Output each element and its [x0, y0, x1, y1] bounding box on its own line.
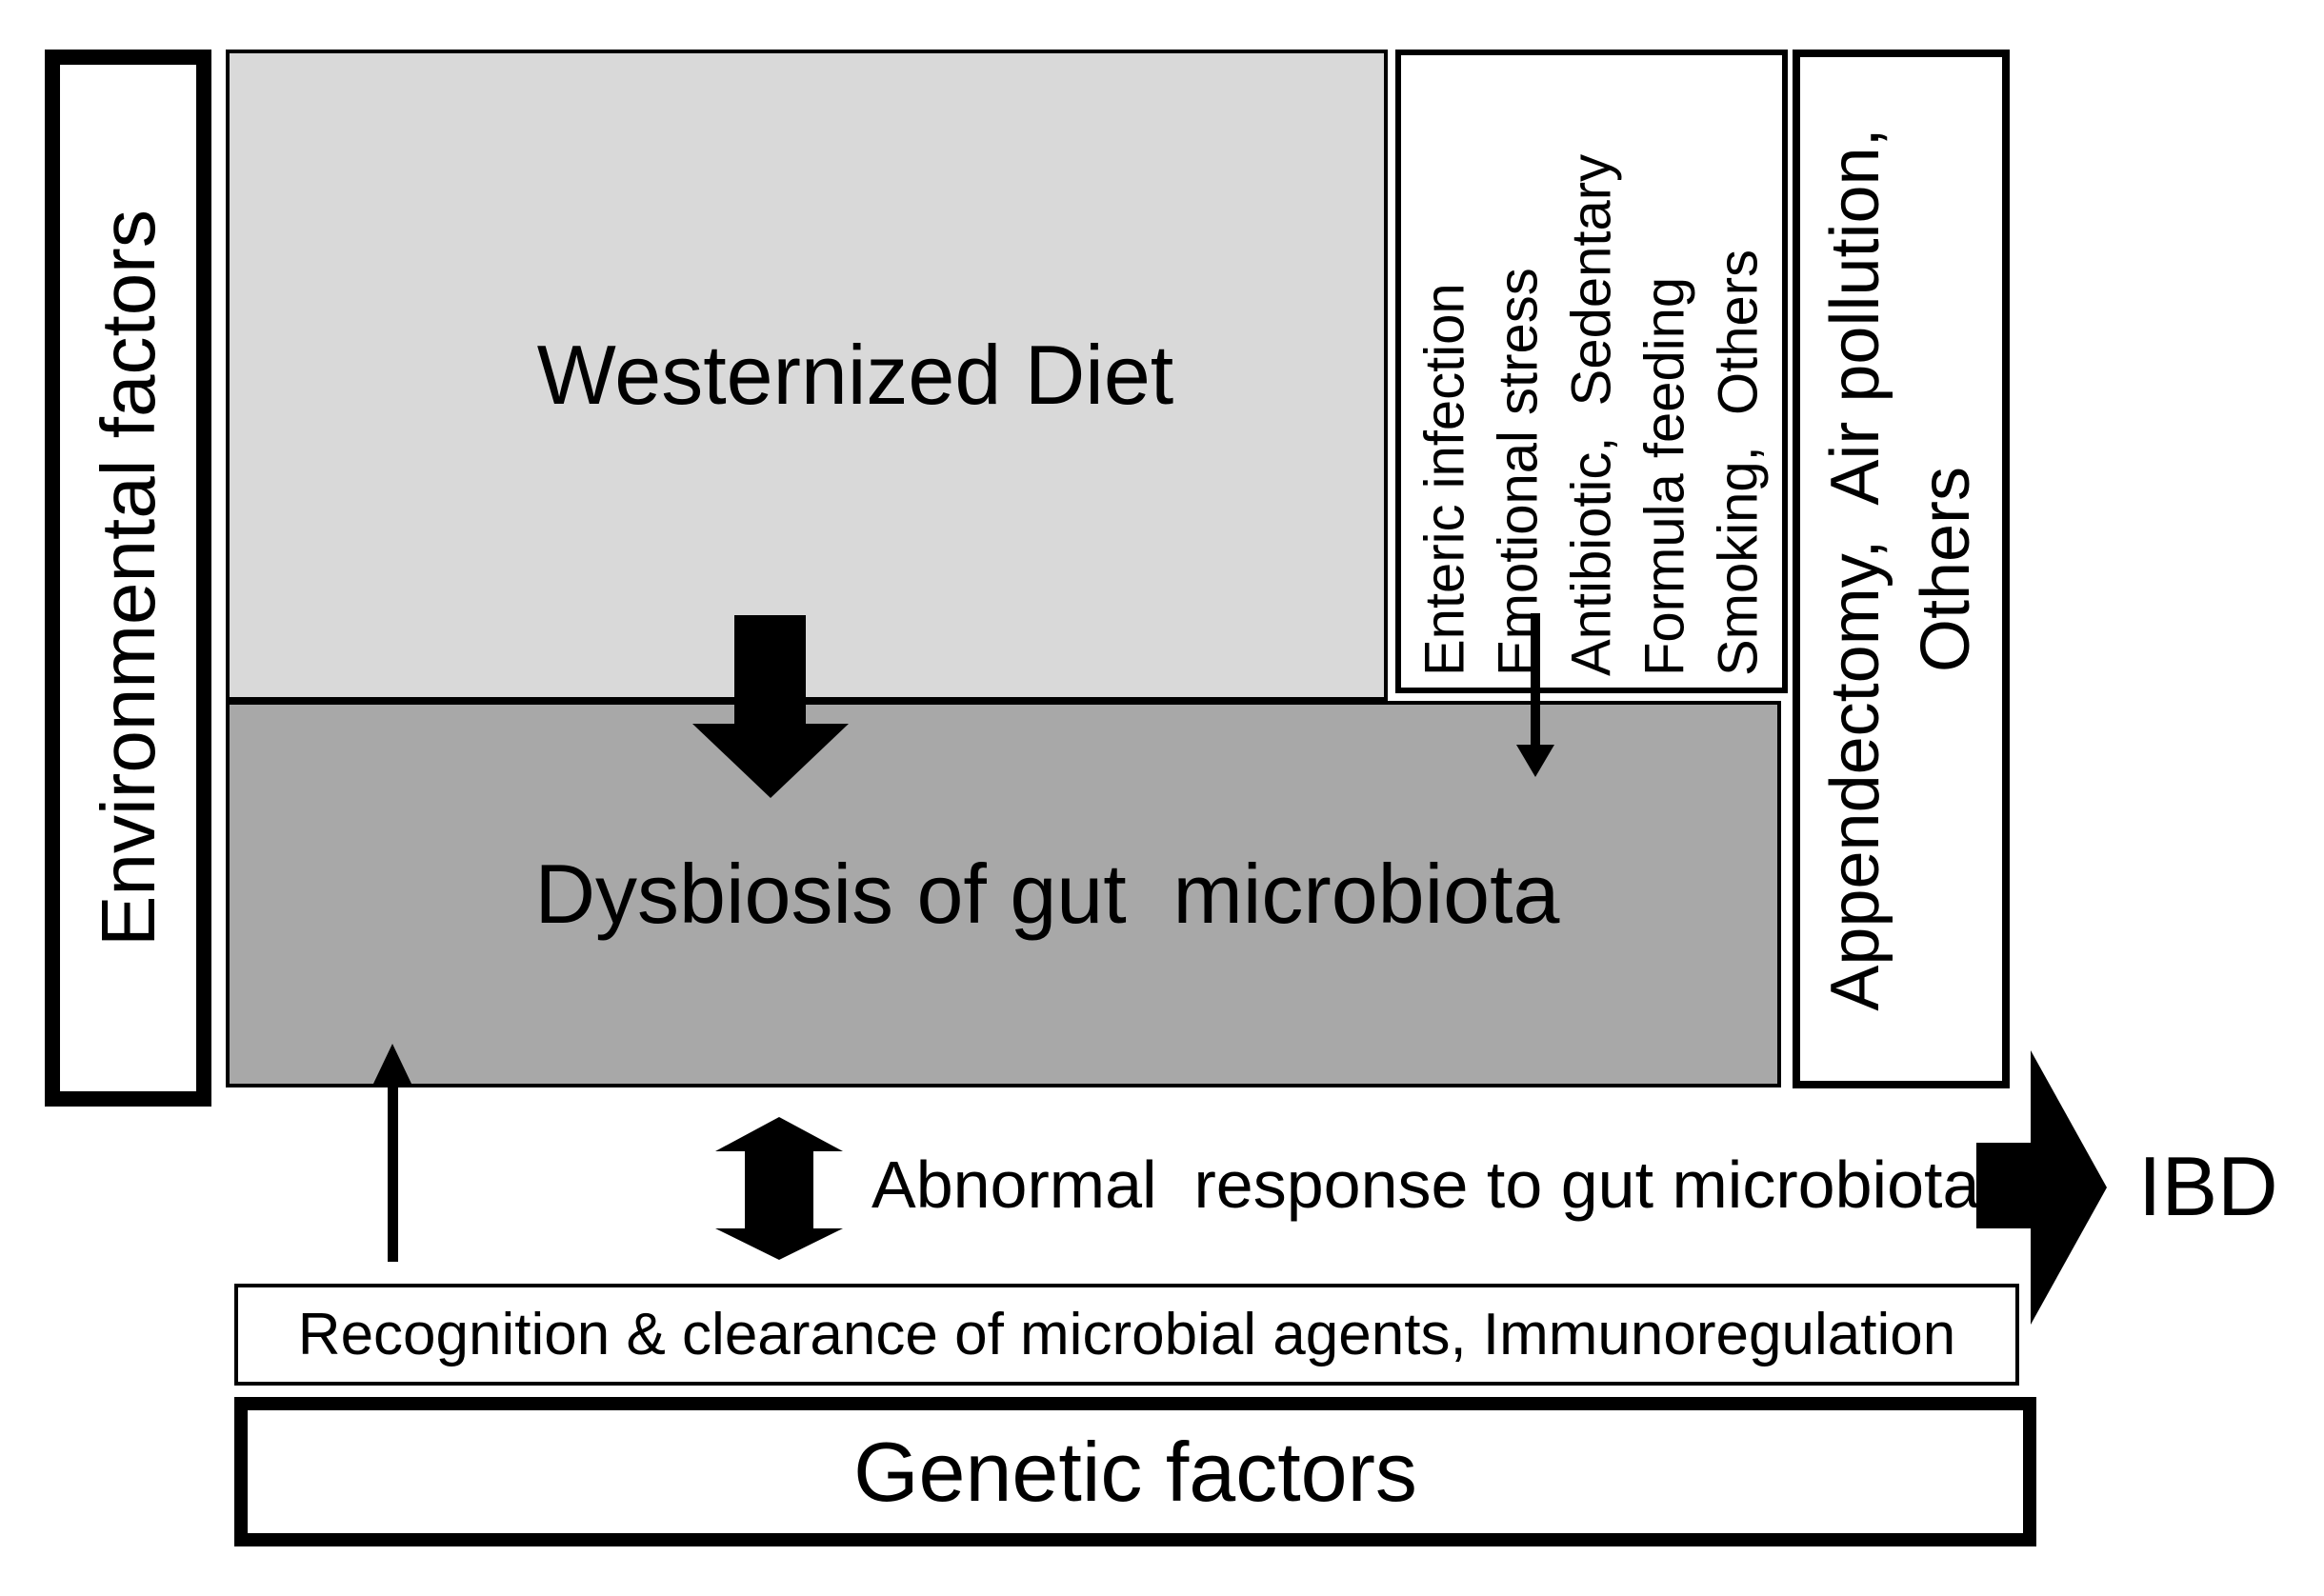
genetic-factors-box: Genetic factors: [234, 1397, 2036, 1546]
arrow-stem: [1531, 613, 1540, 747]
arrow-stem: [388, 1079, 398, 1262]
westernized-diet-box: Westernized Diet: [226, 50, 1388, 701]
other-factors-box: Appendectomy, Air pollution, Others: [1793, 50, 2010, 1088]
arrow-body: [1976, 1143, 2034, 1228]
abnormal-response-label: Abnormal response to gut microbiota: [872, 1147, 1980, 1222]
genetic-factors-label: Genetic factors: [853, 1424, 1417, 1519]
lifestyle-factor-item: Antibiotic, Sedentary: [1560, 153, 1623, 676]
arrow-head-up: [373, 1041, 411, 1084]
arrow-head-down: [1516, 745, 1554, 780]
environmental-factors-label: Environmental factors: [76, 78, 181, 1078]
recognition-clearance-label: Recognition & clearance of microbial age…: [297, 1302, 1956, 1367]
other-factor-item: Appendectomy, Air pollution,: [1817, 127, 1893, 1011]
arrow-head-up: [715, 1114, 843, 1151]
arrow-stem: [745, 1147, 813, 1229]
arrow-head-down: [715, 1228, 843, 1263]
lifestyle-factor-item: Formula feeding: [1633, 276, 1696, 676]
lifestyle-factor-item: Smoking, Others: [1707, 249, 1770, 676]
arrow-head-right: [2031, 1050, 2110, 1325]
arrow-head-down: [692, 724, 849, 801]
environmental-factors-text: Environmental factors: [85, 209, 170, 947]
environmental-factors-box: Environmental factors: [45, 50, 211, 1107]
dysbiosis-label: Dysbiosis of gut microbiota: [534, 847, 1560, 941]
lifestyle-factor-item: Emotional stress: [1487, 268, 1550, 676]
lifestyle-factors-list: Enteric infection Emotional stress Antib…: [1409, 57, 1775, 686]
recognition-clearance-box: Recognition & clearance of microbial age…: [234, 1284, 2019, 1386]
other-factor-item: Others: [1908, 466, 1984, 672]
lifestyle-factor-item: Enteric infection: [1413, 283, 1476, 676]
arrow-stem: [734, 615, 806, 726]
other-factors-list: Appendectomy, Air pollution, Others: [1811, 67, 1992, 1071]
lifestyle-factors-box: Enteric infection Emotional stress Antib…: [1395, 50, 1788, 693]
ibd-label: IBD: [2138, 1139, 2278, 1233]
westernized-diet-label: Westernized Diet: [536, 328, 1174, 422]
